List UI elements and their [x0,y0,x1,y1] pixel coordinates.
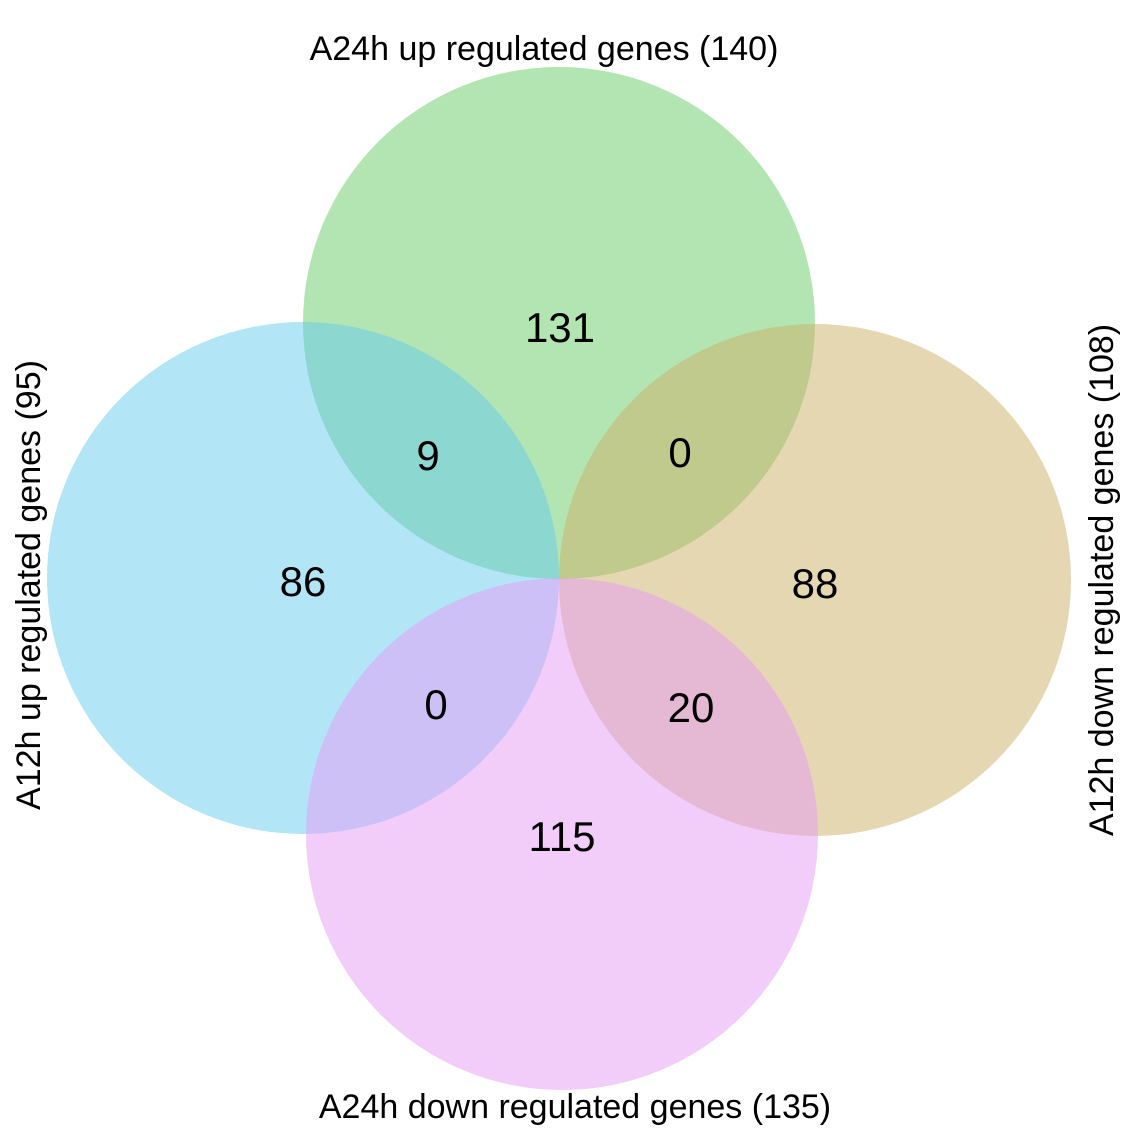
count-a24h-up-and-a12h-up: 9 [416,432,439,479]
label-a24h-down: A24h down regulated genes (135) [319,1088,831,1126]
count-a24h-up-only: 131 [525,304,595,351]
label-a12h-up: A12h up regulated genes (95) [10,360,48,810]
count-a12h-up-and-a24h-down: 0 [424,681,447,728]
count-a12h-up-only: 86 [280,558,327,605]
circle-a24h-down [306,578,818,1090]
label-a12h-down: A12h down regulated genes (108) [1083,324,1121,836]
count-a12h-down-and-a24h-down: 20 [668,684,715,731]
count-a24h-up-and-a12h-down: 0 [668,429,691,476]
count-a12h-down-only: 88 [792,560,839,607]
count-a24h-down-only: 115 [529,813,596,860]
label-a24h-up: A24h up regulated genes (140) [310,30,779,68]
